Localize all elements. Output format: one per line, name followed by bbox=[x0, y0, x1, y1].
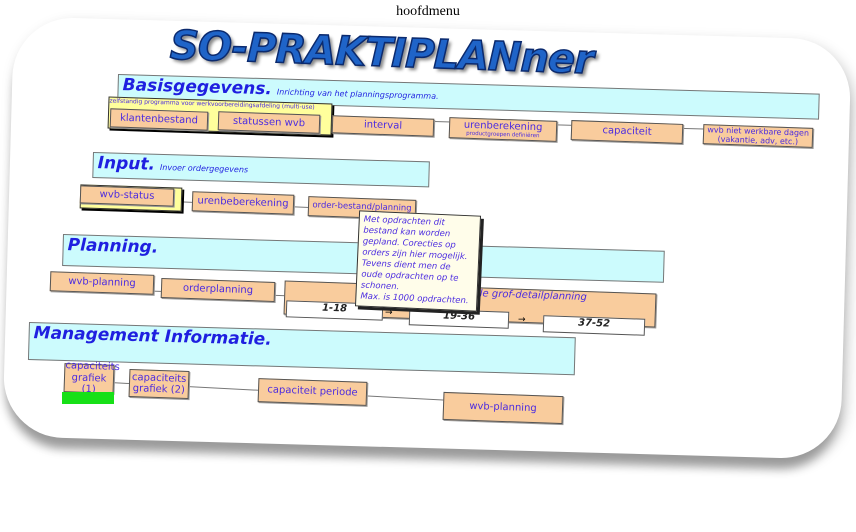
button-wvb-planning-management[interactable]: wvb-planning bbox=[442, 391, 564, 425]
button-wvb-status[interactable]: wvb-status bbox=[79, 185, 175, 207]
section-heading: Management Informatie. bbox=[33, 323, 272, 350]
section-heading: Input. bbox=[97, 153, 156, 175]
button-statussen-wvb[interactable]: statussen wvb bbox=[217, 111, 321, 134]
section-subtitle: Inrichting van het planningsprogramma. bbox=[276, 87, 439, 101]
button-interval[interactable]: interval bbox=[331, 115, 435, 137]
button-wvb-niet-werkbare-dagen[interactable]: wvb niet werkbare dagen (vakantie, adv, … bbox=[702, 124, 814, 148]
button-capaciteits-grafiek-2[interactable]: capaciteits grafiek (2) bbox=[128, 368, 190, 400]
button-orderplanning[interactable]: orderplanning bbox=[160, 278, 276, 302]
button-weeks-19-36[interactable]: 19-36 bbox=[408, 308, 510, 329]
button-capaciteit[interactable]: capaciteit bbox=[570, 120, 684, 144]
arrow-right-icon: → bbox=[518, 315, 526, 325]
section-heading: Basisgegevens. bbox=[122, 75, 273, 100]
section-subtitle: Invoer ordergegevens bbox=[159, 162, 249, 175]
button-klantenbestand[interactable]: klantenbestand bbox=[109, 108, 209, 131]
order-bestand-info-note: Met opdrachten dit bestand kan worden ge… bbox=[354, 210, 482, 312]
button-capaciteits-grafiek-1[interactable]: capaciteits grafiek (1) bbox=[63, 360, 120, 396]
highlight-indicator bbox=[62, 392, 114, 404]
arrow-right-icon: → bbox=[385, 308, 393, 318]
button-urenbeberekening[interactable]: urenbeberekening bbox=[191, 191, 295, 215]
section-heading: Planning. bbox=[67, 235, 159, 258]
page-caption: hoofdmenu bbox=[396, 4, 460, 19]
button-wvb-planning[interactable]: wvb-planning bbox=[49, 271, 155, 295]
button-weeks-37-52[interactable]: 37-52 bbox=[542, 315, 646, 336]
button-capaciteit-periode[interactable]: capaciteit periode bbox=[257, 378, 368, 406]
button-urenberekening[interactable]: urenberekening productgroepen definiëren bbox=[448, 117, 558, 142]
